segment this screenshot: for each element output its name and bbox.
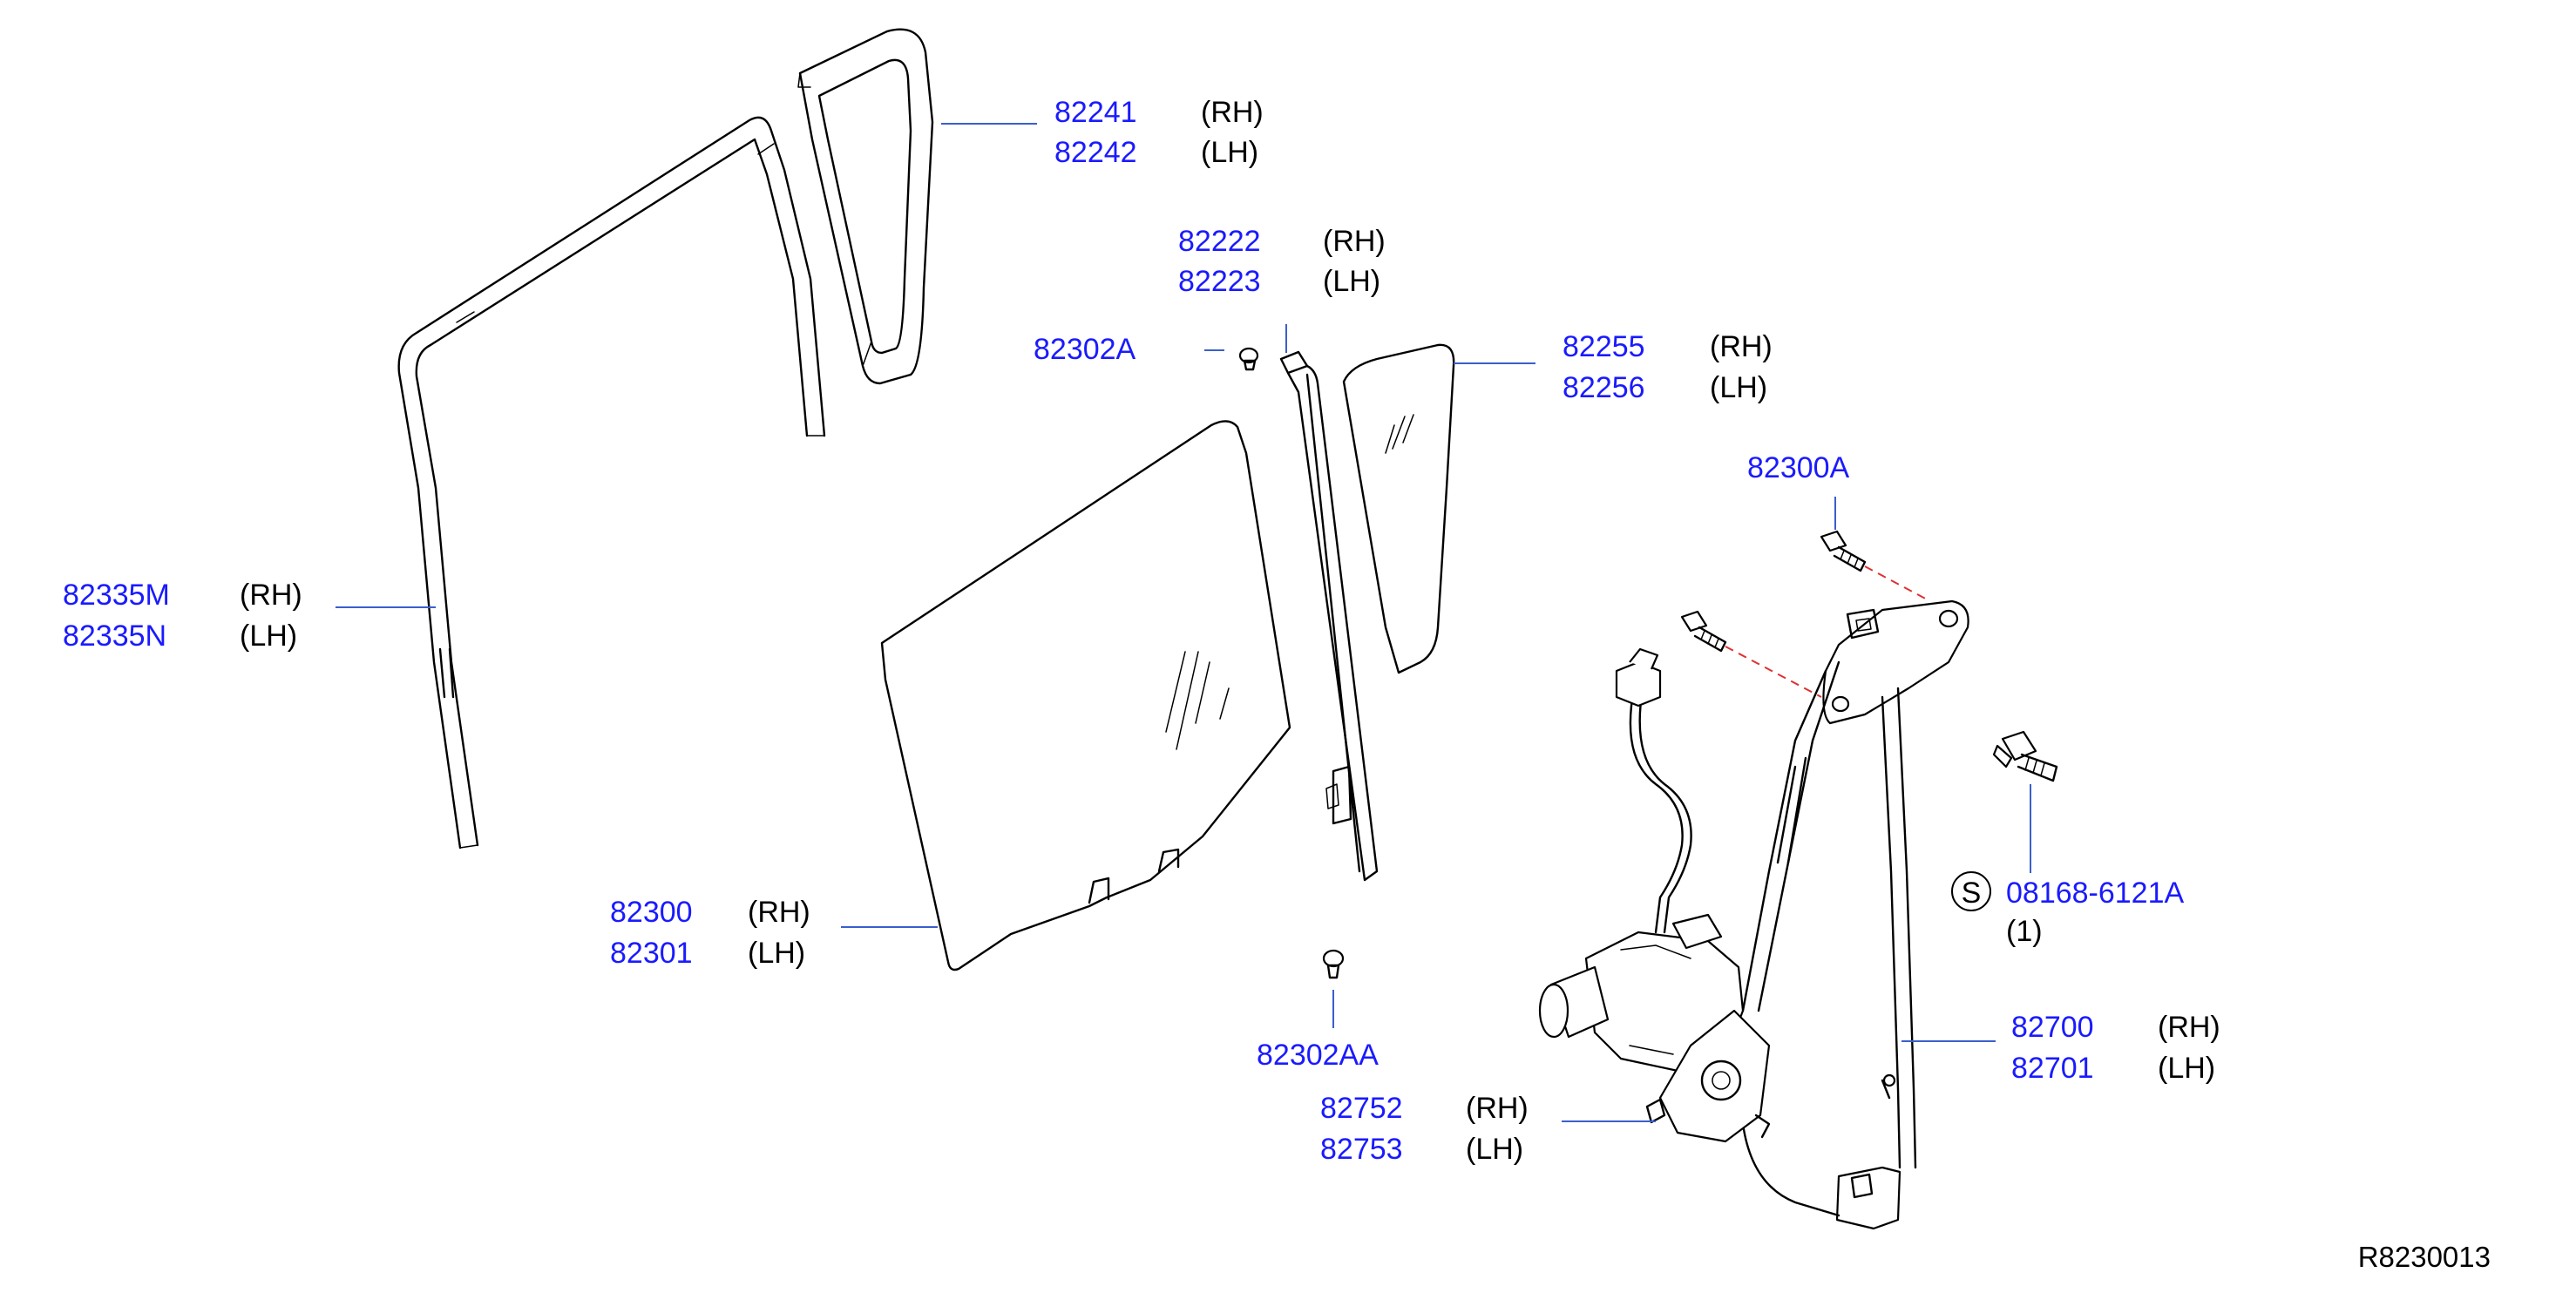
quarter-glass-drawing	[1342, 343, 1455, 674]
part-number-82222[interactable]: 82222	[1178, 225, 1261, 258]
part-number-82753[interactable]: 82753	[1320, 1133, 1403, 1166]
glass-run-weatherstrip-drawing	[397, 116, 826, 850]
standard-part-symbol-letter: S	[1962, 877, 1982, 910]
side-rh-label: (RH)	[1323, 225, 1386, 258]
regulator-motor-drawing	[1538, 647, 1771, 1143]
part-number-82255[interactable]: 82255	[1563, 330, 1645, 363]
bolt-82300a-upper-drawing	[1820, 530, 1867, 572]
side-lh-label: (LH)	[2158, 1052, 2215, 1085]
side-lh-label: (LH)	[1323, 265, 1380, 298]
sash-seal-drawing	[797, 28, 934, 385]
door-glass-drawing	[880, 420, 1291, 971]
clip-82302aa-drawing	[1322, 949, 1345, 979]
window-regulator-drawing	[1741, 599, 1969, 1230]
side-lh-label: (LH)	[1201, 136, 1258, 169]
part-number-82700[interactable]: 82700	[2011, 1011, 2094, 1044]
bolt-82300a-lower-drawing	[1680, 610, 1727, 653]
part-number-82302a[interactable]: 82302A	[1034, 333, 1136, 366]
rear-sash-drawing	[1279, 350, 1379, 882]
part-number-08168-6121a[interactable]: 08168-6121A	[2006, 877, 2185, 910]
part-number-82301[interactable]: 82301	[610, 937, 693, 970]
side-rh-label: (RH)	[1466, 1092, 1529, 1125]
screw-82302a-drawing	[1238, 347, 1259, 371]
bolt-08168-drawing	[1992, 730, 2058, 782]
part-number-82302aa[interactable]: 82302AA	[1257, 1039, 1379, 1072]
standard-part-symbol: S	[1951, 871, 1991, 911]
alignment-line-upper	[1864, 565, 1931, 602]
part-number-82241[interactable]: 82241	[1054, 96, 1137, 129]
part-number-82300[interactable]: 82300	[610, 896, 693, 929]
part-number-82223[interactable]: 82223	[1178, 265, 1261, 298]
part-number-82300a[interactable]: 82300A	[1747, 451, 1850, 484]
diagram-reference-code: R8230013	[2358, 1241, 2491, 1273]
side-lh-label: (LH)	[1466, 1133, 1523, 1166]
side-lh-label: (LH)	[1710, 371, 1767, 404]
side-rh-label: (RH)	[1201, 96, 1264, 129]
part-number-82242[interactable]: 82242	[1054, 136, 1137, 169]
side-rh-label: (RH)	[1710, 330, 1773, 363]
side-lh-label: (LH)	[240, 619, 297, 653]
quantity-label: (1)	[2006, 915, 2043, 948]
alignment-line-lower	[1725, 646, 1822, 698]
part-number-82335m[interactable]: 82335M	[63, 579, 170, 612]
part-number-82701[interactable]: 82701	[2011, 1052, 2094, 1085]
part-number-82335n[interactable]: 82335N	[63, 619, 166, 653]
part-number-82752[interactable]: 82752	[1320, 1092, 1403, 1125]
side-rh-label: (RH)	[748, 896, 810, 929]
part-number-82256[interactable]: 82256	[1563, 371, 1645, 404]
side-rh-label: (RH)	[2158, 1011, 2220, 1044]
side-rh-label: (RH)	[240, 579, 302, 612]
side-lh-label: (LH)	[748, 937, 805, 970]
